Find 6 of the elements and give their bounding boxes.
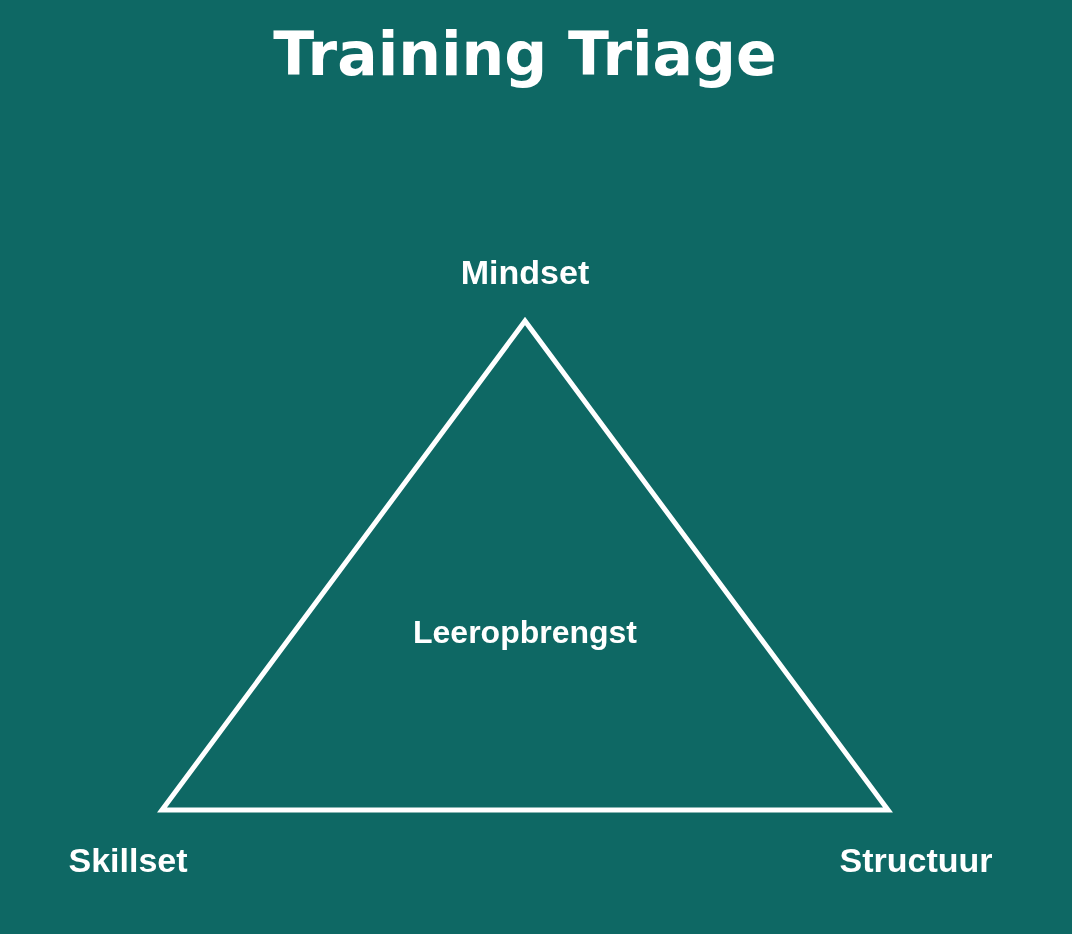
triangle — [159, 318, 891, 813]
vertex-label: Mindset — [460, 251, 590, 293]
vertex-label: Skillset — [68, 839, 188, 881]
vertex-label: Structuur — [839, 839, 993, 881]
title: Training Triage — [273, 19, 777, 89]
node-label: Leeropbrengst — [413, 612, 637, 652]
